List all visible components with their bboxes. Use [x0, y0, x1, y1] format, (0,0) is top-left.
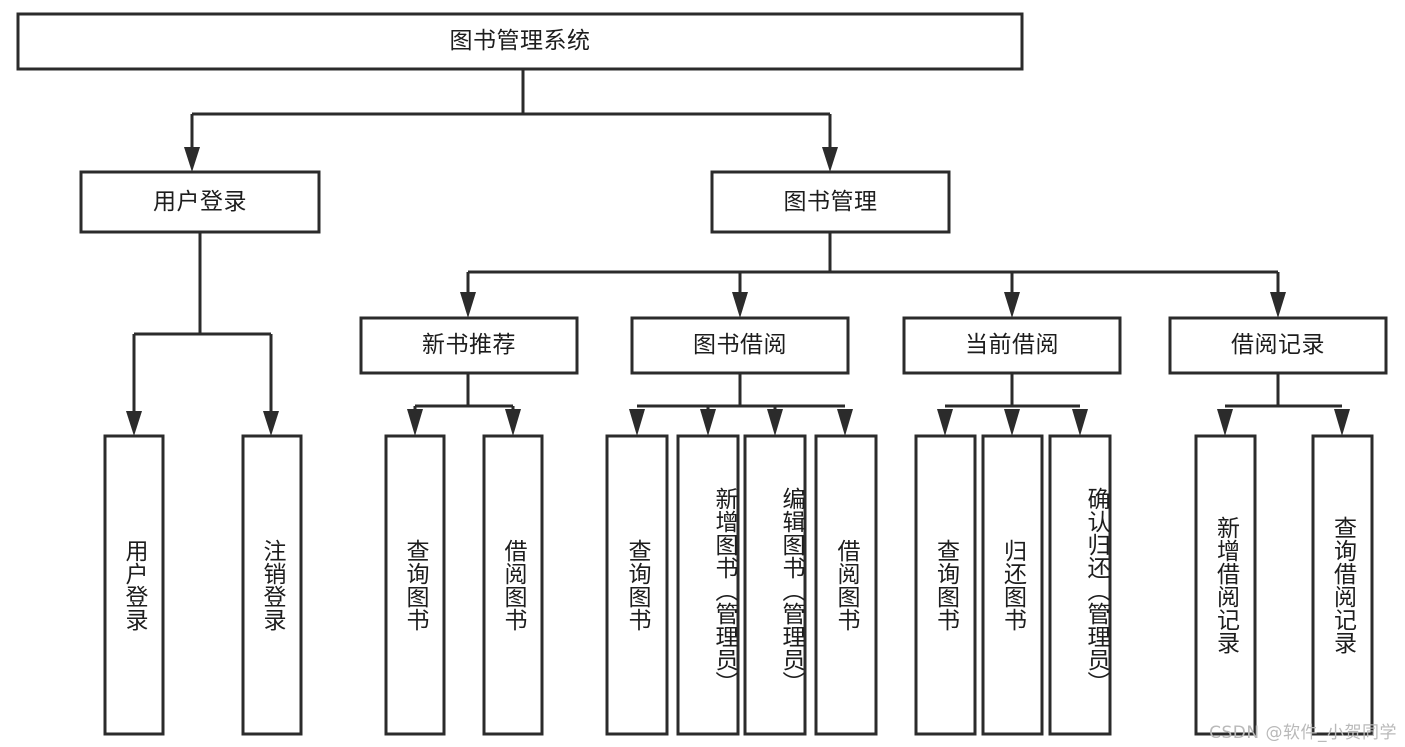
edge-current-borrow-to-leaves	[937, 373, 1088, 436]
edge-borrow-record-to-leaves	[1217, 373, 1350, 436]
arrow-head-book-borrow	[732, 292, 748, 318]
node-box-leaf-add-book[interactable]	[676, 434, 740, 736]
node-box-user-login[interactable]	[79, 170, 321, 234]
arrow-head-leaf-add-record	[1217, 409, 1233, 436]
node-box-leaf-query-book-2[interactable]	[605, 434, 669, 736]
node-box-leaf-query-record[interactable]	[1311, 434, 1374, 736]
arrow-head-leaf-add-book	[700, 409, 716, 436]
arrow-head-current-borrow	[1004, 292, 1020, 318]
node-box-leaf-borrow-book-1[interactable]	[482, 434, 544, 736]
arrow-head-leaf-query-book-3	[937, 409, 953, 436]
arrow-head-leaf-query-record	[1334, 409, 1350, 436]
edge-book-borrow-to-leaves	[629, 373, 853, 436]
arrow-head-leaf-edit-book	[767, 409, 783, 436]
node-box-leaf-query-book-1[interactable]	[384, 434, 446, 736]
arrow-head-leaf-borrow-book-2	[837, 409, 853, 436]
edge-book-manage-to-level2	[460, 232, 1286, 318]
node-box-book-borrow[interactable]	[630, 316, 850, 375]
node-box-leaf-return-book[interactable]	[981, 434, 1044, 736]
arrow-head-leaf-borrow-book-1	[505, 409, 521, 436]
node-box-leaf-confirm-return[interactable]	[1048, 434, 1112, 736]
arrow-head-leaf-confirm-return	[1072, 409, 1088, 436]
node-box-leaf-edit-book[interactable]	[743, 434, 807, 736]
edge-user-login-to-leaves	[126, 232, 279, 436]
arrow-head-leaf-query-book-2	[629, 409, 645, 436]
node-box-leaf-borrow-book-2[interactable]	[814, 434, 878, 736]
node-box-leaf-logout[interactable]	[241, 434, 303, 736]
arrow-head-leaf-query-book-1	[407, 409, 423, 436]
arrow-head-leaf-user-login	[126, 411, 142, 436]
node-box-current-borrow[interactable]	[902, 316, 1122, 375]
arrow-head-book-manage	[822, 147, 838, 172]
node-box-leaf-add-record[interactable]	[1194, 434, 1257, 736]
arrow-head-leaf-logout	[263, 411, 279, 436]
arrow-head-leaf-return-book	[1004, 409, 1020, 436]
node-box-borrow-record[interactable]	[1168, 316, 1388, 375]
node-box-new-book-rec[interactable]	[359, 316, 579, 375]
edge-new-book-rec-to-leaves	[407, 373, 521, 436]
edge-root-to-level1	[184, 69, 838, 172]
arrow-head-borrow-record	[1270, 292, 1286, 318]
node-box-root[interactable]	[16, 12, 1024, 71]
node-box-book-manage[interactable]	[710, 170, 951, 234]
node-box-leaf-user-login[interactable]	[103, 434, 165, 736]
node-box-leaf-query-book-3[interactable]	[914, 434, 977, 736]
arrow-head-user-login	[184, 147, 200, 172]
arrow-head-new-book-rec	[460, 292, 476, 318]
